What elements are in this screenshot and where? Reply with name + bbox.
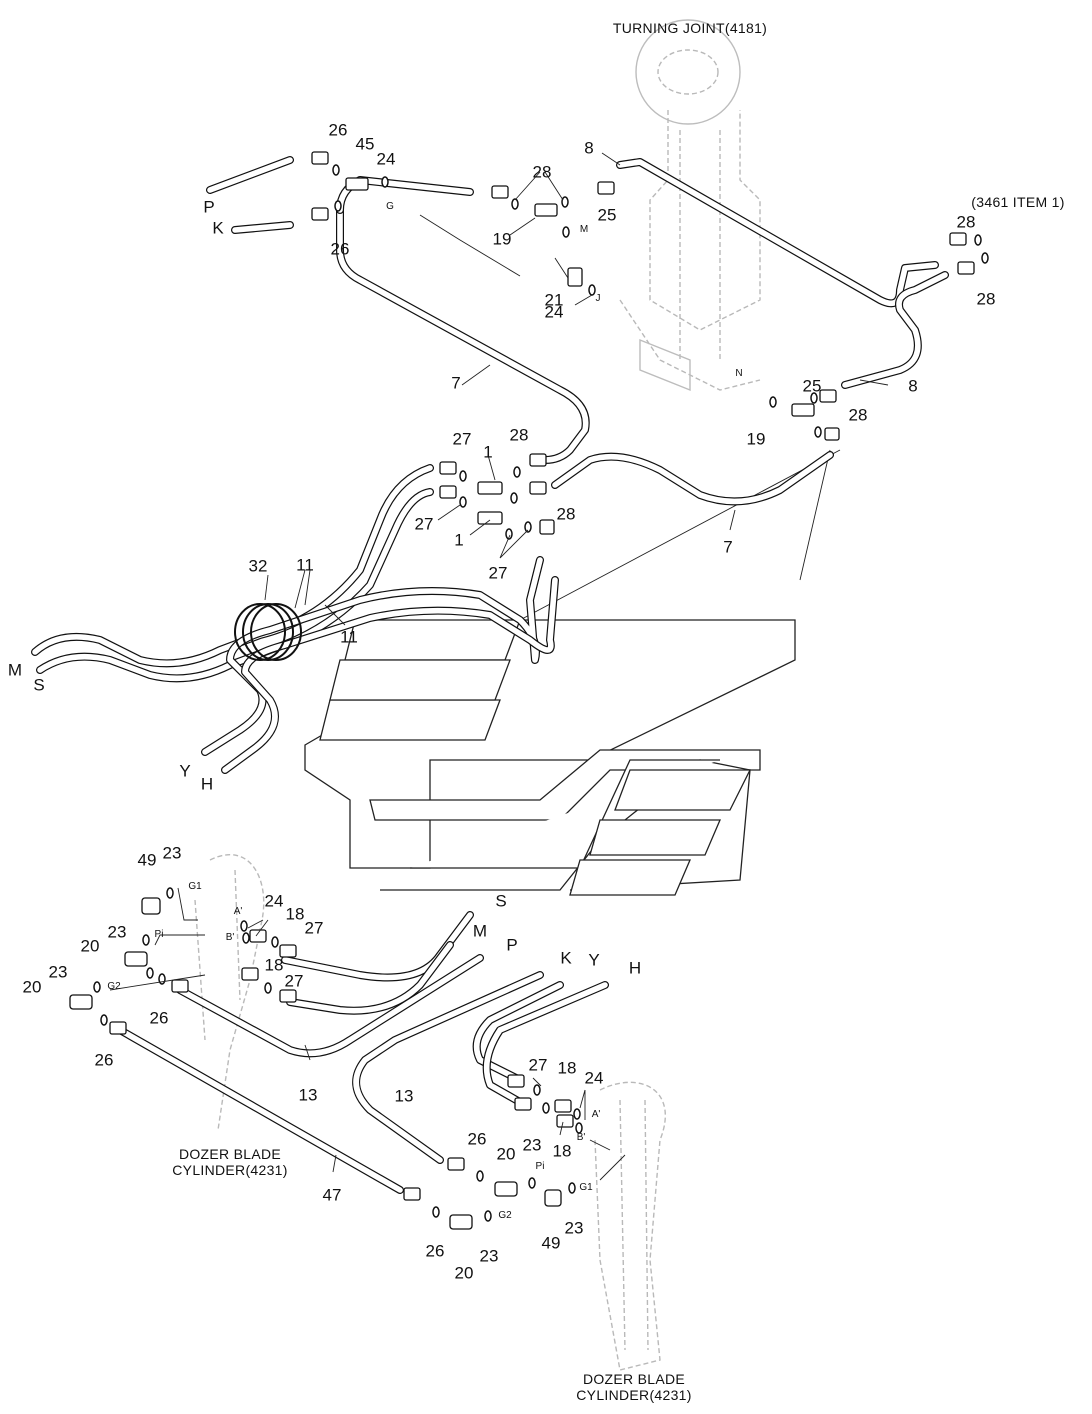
upper-pipes [31, 156, 949, 774]
callout-1: 1 [454, 530, 464, 550]
callout-26: 26 [328, 120, 348, 140]
line-letter-m: M [472, 921, 488, 941]
line-letter-y: Y [588, 950, 600, 970]
line-letter-m: M [7, 660, 23, 680]
line-letter-k: K [560, 948, 572, 968]
o-rings [93, 164, 989, 1222]
line-letter-s: S [495, 891, 507, 911]
callout-26: 26 [94, 1050, 114, 1070]
callout-27: 27 [452, 429, 472, 449]
callout-24: 24 [544, 302, 564, 322]
port-label-g1: G1 [188, 881, 202, 892]
callout-19: 19 [492, 229, 512, 249]
callout-23: 23 [162, 843, 182, 863]
dozer-cylinder-left-title-2: CYLINDER(4231) [172, 1162, 288, 1178]
callout-47: 47 [322, 1185, 342, 1205]
callout-20: 20 [22, 977, 42, 997]
callout-27: 27 [528, 1055, 548, 1075]
callout-21: 21 [544, 290, 564, 310]
callout-32: 32 [248, 556, 268, 576]
callout-11: 11 [296, 555, 314, 575]
callout-26: 26 [330, 239, 350, 259]
callout-28: 28 [532, 162, 552, 182]
upper-frame [304, 449, 841, 896]
callout-24: 24 [376, 149, 396, 169]
callout-27: 27 [414, 514, 434, 534]
callout-28: 28 [848, 405, 868, 425]
callout-7: 7 [451, 373, 461, 393]
callout-49: 49 [137, 850, 157, 870]
callout-7: 7 [723, 537, 733, 557]
callout-8: 8 [584, 138, 594, 158]
callout-24: 24 [584, 1068, 604, 1088]
line-letter-p: P [203, 197, 215, 217]
callout-28: 28 [956, 212, 976, 232]
callout-13: 13 [298, 1085, 318, 1105]
callout-18: 18 [264, 955, 284, 975]
port-label-g2: G2 [498, 1210, 512, 1221]
dozer-cylinder-left-title-1: DOZER BLADE [178, 1146, 282, 1162]
port-label-n: N [735, 368, 743, 379]
line-letter-p: P [506, 935, 518, 955]
item-ref-label: (3461 ITEM 1) [971, 194, 1065, 210]
port-label-pi: Pi [154, 929, 164, 940]
callout-27: 27 [304, 918, 324, 938]
callout-20: 20 [454, 1263, 474, 1283]
callout-28: 28 [509, 425, 529, 445]
callout-26: 26 [425, 1241, 445, 1261]
line-letter-k: K [212, 218, 224, 238]
cylinder-right-ghost [594, 1081, 666, 1371]
callout-23: 23 [522, 1135, 542, 1155]
port-label-g2: G2 [107, 981, 121, 992]
callout-20: 20 [80, 936, 100, 956]
callout-25: 25 [597, 205, 617, 225]
callout-19: 19 [746, 429, 766, 449]
port-label-b-prime: B' [225, 932, 235, 943]
callout-18: 18 [552, 1141, 572, 1161]
callout-27: 27 [284, 971, 304, 991]
port-label-j: J [595, 293, 601, 304]
callout-23: 23 [48, 962, 68, 982]
port-label-g1: G1 [579, 1182, 593, 1193]
port-label-a-prime: A' [233, 906, 243, 917]
callout-45: 45 [355, 134, 375, 154]
line-letter-h: H [200, 774, 214, 794]
line-letter-h: H [628, 958, 642, 978]
fittings [69, 151, 975, 1230]
callout-13: 13 [394, 1086, 414, 1106]
dozer-cylinder-bottom-title-1: DOZER BLADE [582, 1371, 686, 1387]
callout-27: 27 [488, 563, 508, 583]
dozer-cylinder-bottom-title-2: CYLINDER(4231) [576, 1387, 692, 1403]
port-label-b-prime: B' [576, 1132, 586, 1143]
callout-49: 49 [541, 1233, 561, 1253]
callout-23: 23 [564, 1218, 584, 1238]
callout-28: 28 [556, 504, 576, 524]
callout-1: 1 [483, 442, 493, 462]
callout-20: 20 [496, 1144, 516, 1164]
callout-23: 23 [107, 922, 127, 942]
turning-joint-title: TURNING JOINT(4181) [612, 20, 768, 36]
callout-18: 18 [285, 904, 305, 924]
callout-23: 23 [479, 1246, 499, 1266]
callout-26: 26 [149, 1008, 169, 1028]
callout-26: 26 [467, 1129, 487, 1149]
callout-28: 28 [976, 289, 996, 309]
callout-8: 8 [908, 376, 918, 396]
port-label-m: M [579, 224, 589, 235]
lower-pipes [116, 911, 609, 1194]
line-letter-s: S [33, 675, 45, 695]
callout-11: 11 [340, 627, 358, 647]
line-letter-y: Y [179, 761, 191, 781]
callout-18: 18 [557, 1058, 577, 1078]
port-label-a-prime: A' [591, 1109, 601, 1120]
turning-joint-ghost [619, 19, 761, 392]
callout-24: 24 [264, 891, 284, 911]
callout-25: 25 [802, 376, 822, 396]
port-label-g: G [386, 201, 394, 212]
port-label-pi: Pi [535, 1161, 545, 1172]
leader-lines [109, 152, 889, 1181]
